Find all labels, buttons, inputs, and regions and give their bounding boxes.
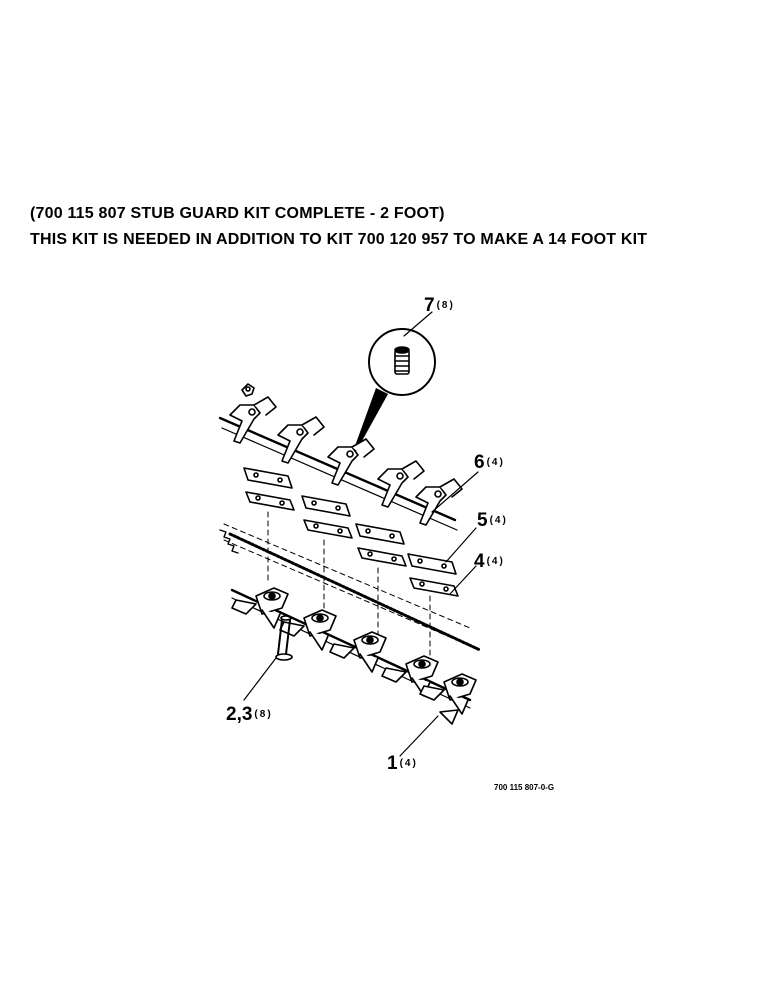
kit-title: (700 115 807 STUB GUARD KIT COMPLETE - 2… <box>30 205 445 222</box>
leader-lines <box>243 311 479 757</box>
callout-4: 4(4) <box>474 551 505 572</box>
callout-2-3: 2,3(8) <box>226 704 273 725</box>
spacer-plates <box>243 467 459 597</box>
callout-6: 6(4) <box>474 452 505 473</box>
stub-guards <box>230 587 477 725</box>
kit-note: THIS KIT IS NEEDED IN ADDITION TO KIT 70… <box>30 231 648 248</box>
callout-7: 7(8) <box>424 295 455 316</box>
drawing-number: 700 115 807-0-G <box>494 783 555 792</box>
hold-down-clips <box>218 383 463 531</box>
alignment-lines <box>223 511 481 669</box>
guard-bolt <box>275 615 293 661</box>
callout-5: 5(4) <box>477 510 508 531</box>
callout-1: 1(4) <box>387 753 418 774</box>
knife-sections <box>219 529 482 652</box>
